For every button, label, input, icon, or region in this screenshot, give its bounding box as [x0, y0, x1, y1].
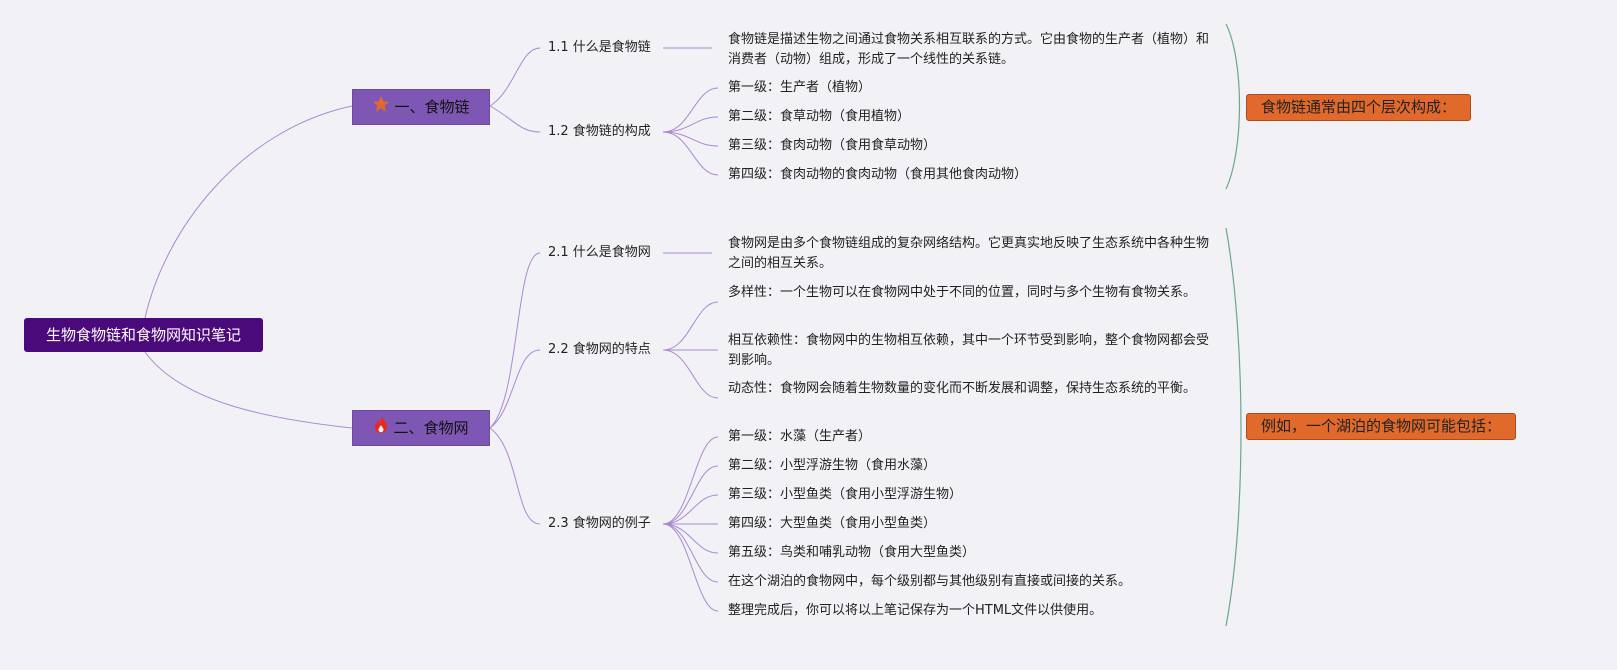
leaf-web-level-2[interactable]: 第二级：小型浮游生物（食用水藻） [728, 458, 937, 473]
sub-what-is-food-web[interactable]: 2.1 什么是食物网 [548, 245, 651, 260]
branch-label: 二、食物网 [393, 419, 469, 437]
link-sub12-leaf3 [662, 131, 719, 147]
link-sub12-leaf1 [662, 87, 719, 133]
link-root-branch1 [144, 105, 353, 319]
link-sub22-leaf1 [662, 301, 719, 351]
leaf-chain-level-4[interactable]: 第四级：食肉动物的食肉动物（食用其他食肉动物） [728, 167, 1028, 182]
link-sub12-leaf2 [662, 116, 719, 133]
leaf-food-web-definition[interactable]: 食物网是由多个食物链组成的复杂网络结构。它更真实地反映了生态系统中各种生物之间的… [728, 236, 1210, 271]
link-sub23-leaf5 [662, 523, 719, 554]
sub-food-web-example[interactable]: 2.3 食物网的例子 [548, 516, 651, 531]
branch-label: 一、食物链 [394, 98, 470, 116]
flame-icon [373, 412, 389, 446]
leaf-web-relation-note[interactable]: 在这个湖泊的食物网中，每个级别都与其他级别有直接或间接的关系。 [728, 574, 1132, 589]
link-sub23-leaf3 [662, 494, 719, 525]
leaf-chain-level-2[interactable]: 第二级：食草动物（食用植物） [728, 109, 911, 124]
link-sub23-leaf1 [662, 436, 719, 525]
leaf-save-note[interactable]: 整理完成后，你可以将以上笔记保存为一个HTML文件以供使用。 [728, 603, 1103, 618]
link-sub12-leaf4 [662, 131, 719, 176]
link-sub23-leaf2 [662, 465, 719, 525]
summary-note-lake-example[interactable]: 例如，一个湖泊的食物网可能包括： [1246, 413, 1517, 440]
summary-bracket-1 [1225, 23, 1241, 190]
sub-what-is-food-chain[interactable]: 1.1 什么是食物链 [548, 40, 651, 55]
link-branch1-sub2 [489, 105, 541, 133]
leaf-web-level-5[interactable]: 第五级：鸟类和哺乳动物（食用大型鱼类） [728, 545, 976, 560]
root-node[interactable]: 生物食物链和食物网知识笔记 [24, 318, 263, 352]
link-root-branch2 [144, 351, 353, 429]
leaf-web-level-1[interactable]: 第一级：水藻（生产者） [728, 429, 872, 444]
leaf-chain-level-1[interactable]: 第一级：生产者（植物） [728, 80, 872, 95]
branch-food-web[interactable]: 二、食物网 [352, 410, 490, 446]
summary-note-chain-levels[interactable]: 食物链通常由四个层次构成： [1246, 94, 1472, 121]
branch-food-chain[interactable]: 一、食物链 [352, 89, 490, 125]
summary-bracket-2 [1225, 227, 1242, 627]
leaf-web-level-4[interactable]: 第四级：大型鱼类（食用小型鱼类） [728, 516, 937, 531]
link-sub23-leaf6 [662, 523, 719, 583]
leaf-food-chain-definition[interactable]: 食物链是描述生物之间通过食物关系相互联系的方式。它由食物的生产者（植物）和消费者… [728, 32, 1210, 67]
sub-food-chain-structure[interactable]: 1.2 食物链的构成 [548, 124, 651, 139]
leaf-chain-level-3[interactable]: 第三级：食肉动物（食用食草动物） [728, 138, 937, 153]
sub-food-web-features[interactable]: 2.2 食物网的特点 [548, 342, 651, 357]
link-branch1-sub1 [489, 47, 541, 107]
link-branch2-sub2 [489, 349, 541, 429]
link-branch2-sub1 [489, 252, 541, 429]
link-branch2-sub3 [489, 427, 541, 525]
leaf-web-level-3[interactable]: 第三级：小型鱼类（食用小型浮游生物） [728, 487, 963, 502]
link-sub23-leaf7 [662, 523, 719, 612]
leaf-feature-diversity[interactable]: 多样性：一个生物可以在食物网中处于不同的位置，同时与多个生物有食物关系。 [728, 285, 1197, 300]
leaf-feature-dynamic[interactable]: 动态性：食物网会随着生物数量的变化而不断发展和调整，保持生态系统的平衡。 [728, 381, 1197, 396]
link-sub22-leaf3 [662, 349, 719, 399]
star-icon [372, 91, 390, 125]
leaf-feature-interdependence[interactable]: 相互依赖性：食物网中的生物相互依赖，其中一个环节受到影响，整个食物网都会受到影响… [728, 333, 1210, 368]
